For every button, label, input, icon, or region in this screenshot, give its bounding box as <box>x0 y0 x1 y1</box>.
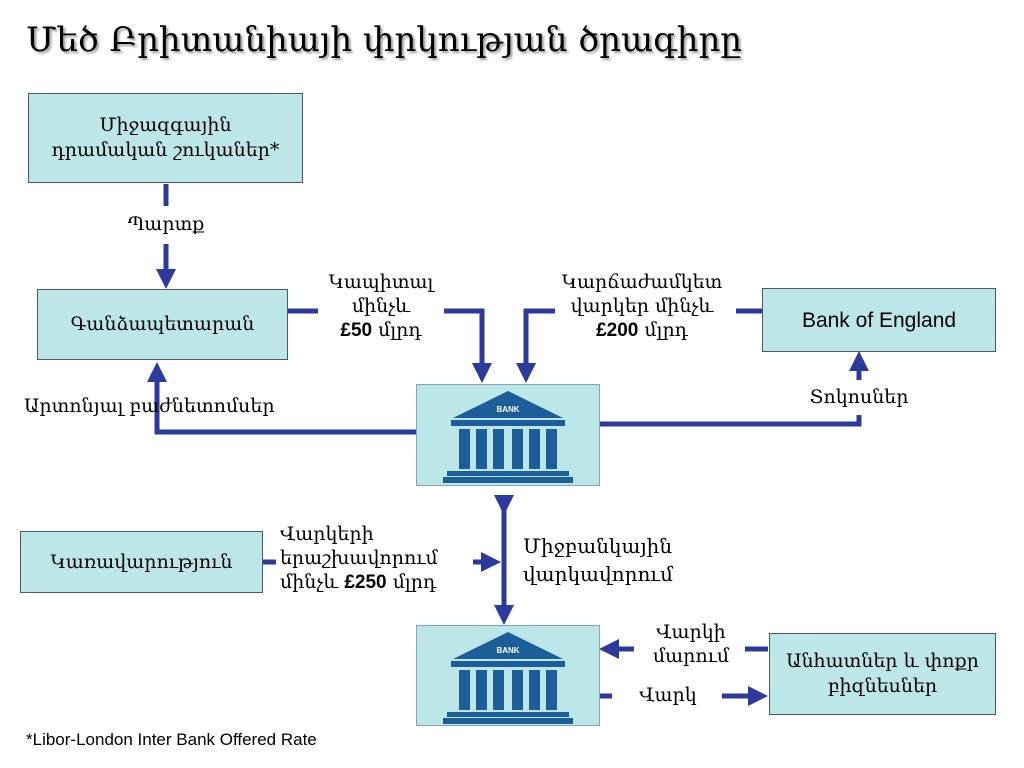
individuals-small-business-label: Անհատներ և փոքր բիզնեսներ <box>786 650 979 697</box>
interest-label: Տոկոսներ <box>809 386 909 408</box>
preferred-shares-label: Արտոնյալ բաժնետոմսեր <box>24 395 275 417</box>
loan-guarantee-unit: մլրդ <box>392 571 437 593</box>
capital-label: Կապիտալ մինչև £50 մլրդ <box>316 270 446 343</box>
capital-line1: Կապիտալ <box>328 271 434 293</box>
short-term-line1: Կարճաժամկետ <box>561 271 723 293</box>
loan-guarantee-amount: £250 <box>344 572 387 593</box>
loan-repayment-label: Վարկի մարում <box>636 620 746 668</box>
loan-repayment-line2: մարում <box>652 645 730 667</box>
treasury-box: Գանձապետարան <box>37 289 288 360</box>
capital-line2: մինչև <box>351 295 411 317</box>
interbank-lending-label: Միջբանկային վարկավորում <box>523 532 673 588</box>
arrow-bank-dividends <box>147 361 416 435</box>
bank-of-england-label: Bank of England <box>801 308 957 332</box>
capital-amount: £50 <box>340 320 373 341</box>
page-title: Մեծ Բրիտանիայի փրկության ծրագիրը <box>26 20 743 60</box>
short-term-loans-label: Կարճաժամկետ վարկեր մինչև £200 մլրդ <box>550 270 734 343</box>
bank-icon-text: BANK <box>496 405 519 414</box>
loan-guarantee-label: Վարկերի երաշխավորում մինչև £250 մլրդ <box>280 522 438 595</box>
bank-building-icon: BANK <box>443 632 573 724</box>
interbank-line2: վարկավորում <box>523 562 673 586</box>
short-term-unit: մլրդ <box>644 319 688 341</box>
debt-label: Պարտք <box>127 213 205 235</box>
arrow-bank-interest <box>600 415 862 427</box>
loan-guarantee-line1: Վարկերի <box>280 523 374 545</box>
individuals-small-business-box: Անհատներ և փոքր բիզնեսներ <box>769 633 996 715</box>
international-money-markets-label: Միջազգային դրամական շուկաներ* <box>51 114 280 161</box>
bank-building-icon: BANK <box>443 391 573 483</box>
bank-bottom: BANK <box>416 625 600 726</box>
arrow-capital-bank <box>444 308 492 384</box>
government-label: Կառավարություն <box>50 550 233 573</box>
capital-unit: մլրդ <box>378 319 422 341</box>
government-box: Կառավարություն <box>20 531 263 593</box>
loan-guarantee-line2: երաշխավորում <box>280 547 438 569</box>
international-money-markets-box: Միջազգային դրամական շուկաներ* <box>28 93 303 183</box>
arrow-shortterm-bank <box>516 308 555 384</box>
bank-of-england-box: Bank of England <box>762 288 996 352</box>
short-term-line2: վարկեր մինչև <box>570 295 714 317</box>
treasury-label: Գանձապետարան <box>70 313 255 335</box>
loan-guarantee-prefix: մինչև <box>280 571 339 593</box>
loan-label: Վարկ <box>639 684 697 706</box>
footnote: *Libor-London Inter Bank Offered Rate <box>26 730 317 749</box>
short-term-amount: £200 <box>596 320 639 341</box>
bank-icon-text: BANK <box>496 646 519 655</box>
loan-repayment-line1: Վարկի <box>656 621 726 643</box>
interbank-line1: Միջբանկային <box>523 534 673 558</box>
bank-top: BANK <box>416 384 600 486</box>
